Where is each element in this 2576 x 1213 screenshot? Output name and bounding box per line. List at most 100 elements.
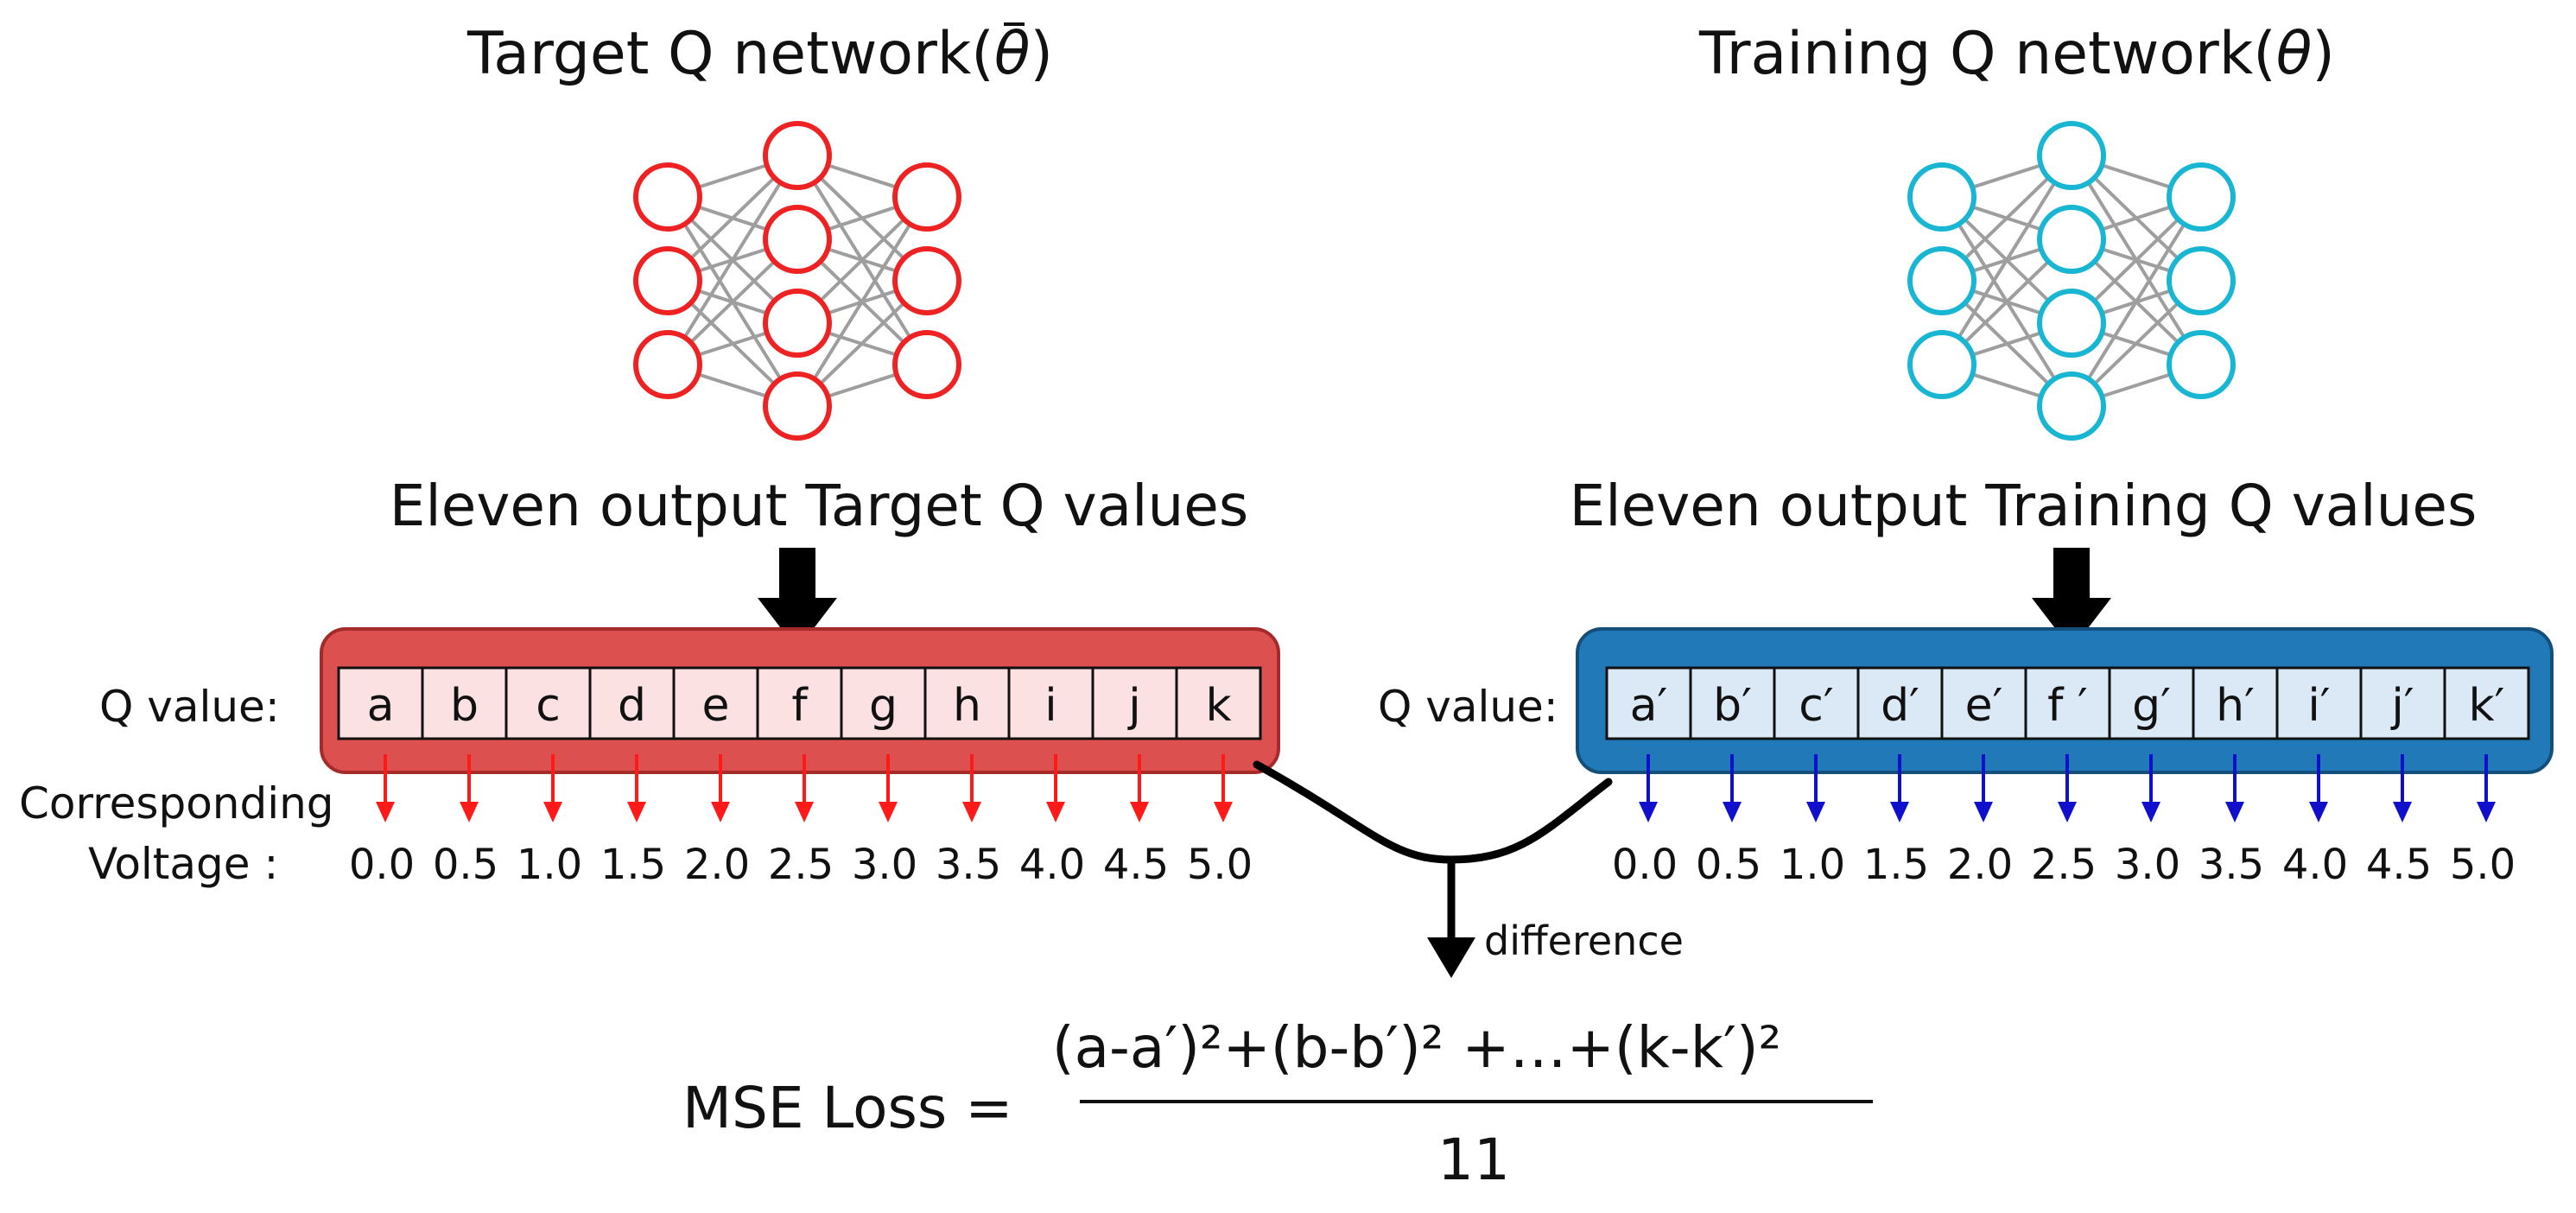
right-qvalue-cell bbox=[2275, 666, 2363, 740]
formula-denominator: 11 bbox=[1437, 1127, 1510, 1193]
target-network-edge bbox=[666, 154, 799, 366]
right-voltage-value: 2.5 bbox=[2031, 841, 2097, 889]
right-qvalue-cell-text: b′ bbox=[1713, 680, 1752, 732]
left-voltage-arrows bbox=[376, 754, 1233, 822]
right-voltage-arrowhead bbox=[2141, 802, 2160, 822]
target-network-node bbox=[633, 162, 702, 232]
training-network-node bbox=[2167, 330, 2236, 399]
right-voltage-value: 3.0 bbox=[2115, 841, 2180, 889]
theta-bar-symbol: θ bbox=[994, 20, 1031, 88]
right-qvalue-cell bbox=[1605, 666, 1692, 740]
left-qvalue-cell-text: c bbox=[536, 680, 561, 732]
right-voltage-value: 1.5 bbox=[1863, 841, 1929, 889]
right-qvalue-cell bbox=[2108, 666, 2195, 740]
right-voltage-arrows bbox=[1639, 754, 2496, 822]
left-qvalue-cell-text: i bbox=[1044, 680, 1056, 732]
right-voltage-arrowhead bbox=[1806, 802, 1825, 822]
right-qvalue-cell-text: j′ bbox=[2390, 680, 2414, 732]
right-qvalue-cell-text: c′ bbox=[1799, 680, 1833, 732]
voltage-label: Voltage : bbox=[88, 839, 278, 889]
left-voltage-arrowhead bbox=[1130, 802, 1149, 822]
left-qvalue-label: Q value: bbox=[99, 682, 280, 732]
left-voltage-arrowhead bbox=[543, 802, 562, 822]
left-qvalue-cell bbox=[672, 666, 759, 740]
right-qvalue-cell-text: a′ bbox=[1630, 680, 1668, 732]
right-voltage-value: 4.0 bbox=[2282, 841, 2348, 889]
right-qvalue-cell-text: h′ bbox=[2216, 680, 2255, 732]
training-network-node bbox=[2037, 289, 2106, 358]
right-qvalue-cell-text: d′ bbox=[1881, 680, 1919, 732]
right-qvalue-cell bbox=[1856, 666, 1944, 740]
left-qvalue-cell-text: j bbox=[1127, 680, 1140, 732]
right-voltage-value: 4.5 bbox=[2366, 841, 2432, 889]
left-qvalue-cell-text: b bbox=[450, 680, 479, 732]
target-network-node bbox=[892, 330, 961, 399]
merge-curve bbox=[1253, 760, 1613, 864]
right-output-label: Eleven output Training Q values bbox=[1570, 473, 2478, 539]
difference-arrow bbox=[1427, 860, 1475, 978]
left-qvalue-cell bbox=[337, 666, 424, 740]
left-voltage-value: 4.0 bbox=[1019, 841, 1085, 889]
left-voltage-arrowhead bbox=[795, 802, 814, 822]
right-voltage-arrowhead bbox=[2309, 802, 2328, 822]
right-voltage-value: 0.0 bbox=[1612, 841, 1678, 889]
target-network-node bbox=[892, 162, 961, 232]
left-output-label: Eleven output Target Q values bbox=[390, 473, 1249, 539]
target-network-graphic bbox=[633, 121, 961, 441]
left-voltage-value: 0.0 bbox=[349, 841, 415, 889]
right-big-down-arrow bbox=[2032, 548, 2111, 650]
left-voltage-value: 3.0 bbox=[852, 841, 917, 889]
left-qvalue-cell bbox=[756, 666, 843, 740]
training-network-graphic bbox=[1907, 121, 2236, 441]
right-qvalue-cells: a′b′c′d′e′f ′g′h′i′j′k′ bbox=[1605, 666, 2530, 740]
left-voltage-value: 0.5 bbox=[433, 841, 498, 889]
target-network-node bbox=[763, 121, 832, 190]
left-voltage-value: 4.5 bbox=[1103, 841, 1169, 889]
training-network-node bbox=[2037, 372, 2106, 441]
right-qvalue-cell bbox=[2024, 666, 2111, 740]
left-voltage-value: 2.5 bbox=[768, 841, 834, 889]
training-network-node bbox=[1907, 162, 1976, 232]
left-qvalue-cell bbox=[1175, 666, 1262, 740]
left-qvalue-cell-text: a bbox=[367, 680, 395, 732]
left-qvalue-cell bbox=[923, 666, 1011, 740]
left-qvalue-cell-text: k bbox=[1205, 680, 1231, 732]
right-network-title: Training Q network(θ) bbox=[1698, 20, 2335, 88]
target-network-node bbox=[763, 289, 832, 358]
training-network-node bbox=[1907, 330, 1976, 399]
right-voltage-value: 2.0 bbox=[1947, 841, 2013, 889]
training-network-edge bbox=[2070, 195, 2203, 408]
target-network-node bbox=[633, 330, 702, 399]
right-qvalue-cell-text: f ′ bbox=[2047, 680, 2088, 732]
corresponding-label: Corresponding bbox=[19, 778, 334, 829]
right-voltage-value: 0.5 bbox=[1696, 841, 1761, 889]
theta-symbol: θ bbox=[2276, 20, 2313, 88]
left-qvalue-cell bbox=[504, 666, 592, 740]
left-voltage-arrowhead bbox=[627, 802, 646, 822]
right-voltage-arrowhead bbox=[2393, 802, 2412, 822]
right-voltage-arrowhead bbox=[2058, 802, 2077, 822]
right-qvalue-cell bbox=[2443, 666, 2530, 740]
right-voltage-arrowhead bbox=[1723, 802, 1742, 822]
left-voltage-value: 1.0 bbox=[517, 841, 582, 889]
left-qvalue-cell bbox=[1091, 666, 1178, 740]
right-voltage-arrowhead bbox=[1890, 802, 1909, 822]
target-network-edge bbox=[796, 195, 929, 408]
left-qvalue-cell bbox=[840, 666, 927, 740]
left-voltage-value: 1.5 bbox=[600, 841, 666, 889]
right-qvalue-cell bbox=[1773, 666, 1860, 740]
left-big-down-arrow bbox=[758, 548, 837, 650]
training-network-node bbox=[2037, 205, 2106, 274]
right-qvalue-cell-text: e′ bbox=[1965, 680, 2003, 732]
right-voltage-value: 5.0 bbox=[2450, 841, 2516, 889]
target-network-node bbox=[763, 205, 832, 274]
left-voltage-arrowhead bbox=[1214, 802, 1233, 822]
left-voltage-arrowhead bbox=[962, 802, 981, 822]
training-network-node bbox=[2167, 246, 2236, 315]
left-voltage-arrowhead bbox=[460, 802, 479, 822]
right-qvalue-cell-text: k′ bbox=[2469, 680, 2505, 732]
target-network-node bbox=[763, 372, 832, 441]
training-network-node bbox=[2037, 121, 2106, 190]
